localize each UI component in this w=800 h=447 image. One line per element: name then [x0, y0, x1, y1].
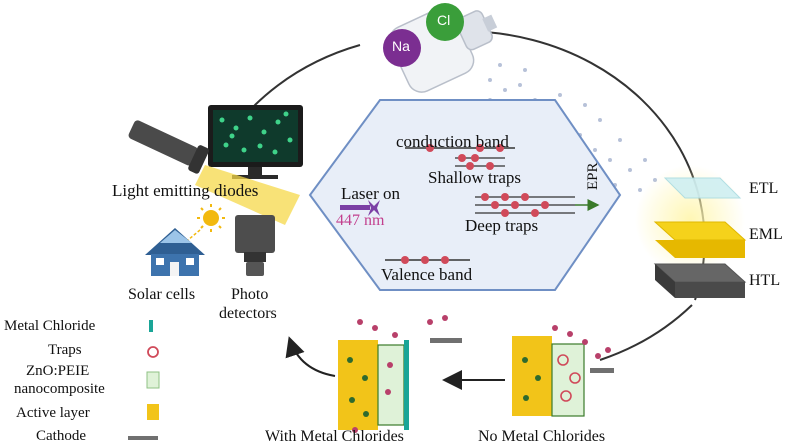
no-chlorides-label: No Metal Chlorides [478, 428, 606, 445]
sun [187, 204, 225, 241]
htl-label: HTL [749, 272, 781, 289]
photodetector [235, 215, 275, 276]
photo-label: Photo [231, 286, 269, 303]
panel-with-chlorides [338, 315, 462, 433]
legend-symbols [128, 320, 160, 440]
na-ion [383, 29, 421, 67]
with-chlorides-label: With Metal Chlorides [265, 428, 404, 445]
cl-ion [426, 3, 464, 41]
etl-label: ETL [749, 180, 779, 197]
conduction-electrons [426, 144, 504, 152]
shallow-trap-electrons [458, 154, 494, 170]
mechanism-hexagon [308, 99, 622, 291]
deep-traps-label: Deep traps [465, 216, 539, 235]
legend-zno-line1: ZnO:PEIE [26, 363, 90, 379]
cl-label: Cl [437, 12, 451, 28]
light-beam [195, 165, 300, 225]
solar-cells-label: Solar cells [128, 286, 196, 303]
detectors-label: detectors [219, 305, 277, 322]
legend-zno-line2: nanocomposite [14, 381, 105, 397]
na-label: Na [392, 38, 410, 54]
shallow-traps-label: Shallow traps [428, 168, 522, 187]
legend-traps: Traps [48, 342, 82, 358]
valence-holes [401, 256, 449, 264]
cycle-arrow-left [285, 336, 336, 377]
solar-house [145, 228, 205, 276]
wavelength-label: 447 nm [336, 212, 385, 229]
device-stack [635, 165, 747, 298]
eml-label: EML [749, 226, 783, 243]
led-monitor [208, 105, 303, 179]
epr-label: EPR [585, 162, 601, 190]
laser-beam [340, 200, 380, 216]
valence-band-label: Valence band [381, 265, 473, 284]
legend-cathode: Cathode [36, 428, 86, 444]
deep-trap-electrons [481, 193, 549, 217]
conduction-band-label: conduction band [396, 132, 509, 151]
legend-active-layer: Active layer [16, 405, 90, 421]
legend-metal-chloride: Metal Chloride [4, 318, 96, 334]
panel-no-chlorides [512, 325, 614, 417]
led-torch [128, 120, 209, 174]
laser-on-label: Laser on [341, 184, 401, 203]
led-label: Light emitting diodes [112, 181, 259, 200]
